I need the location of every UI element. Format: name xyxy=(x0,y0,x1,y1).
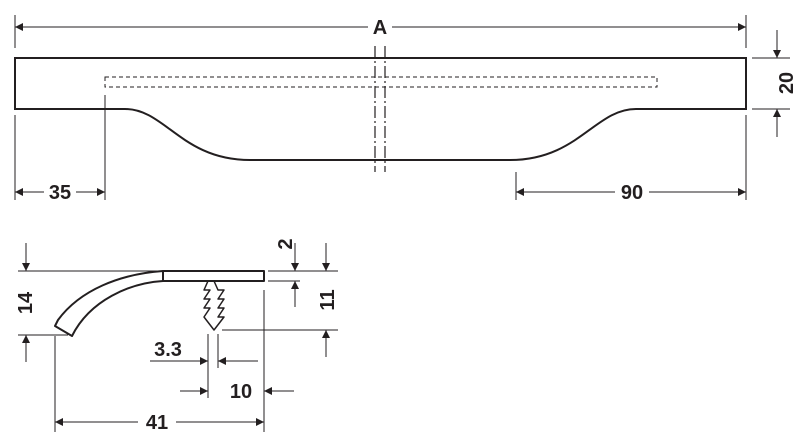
label-a: A xyxy=(373,17,387,39)
top-view xyxy=(14,46,747,172)
label-41: 41 xyxy=(146,412,168,434)
label-2: 2 xyxy=(275,238,297,249)
serrated-rib xyxy=(203,280,225,331)
label-35: 35 xyxy=(49,182,71,204)
top-view-dimensions xyxy=(14,15,790,200)
label-90: 90 xyxy=(621,182,643,204)
label-10: 10 xyxy=(230,381,252,403)
profile-body xyxy=(54,270,164,337)
label-3-3: 3.3 xyxy=(154,339,182,361)
section-view-dimensions xyxy=(18,243,338,432)
section-view xyxy=(54,270,265,337)
label-14: 14 xyxy=(15,291,37,314)
profile-plate xyxy=(163,270,265,282)
handle-outline xyxy=(14,57,747,161)
hidden-slot xyxy=(104,76,658,88)
label-11: 11 xyxy=(317,289,339,310)
label-20: 20 xyxy=(776,72,798,94)
